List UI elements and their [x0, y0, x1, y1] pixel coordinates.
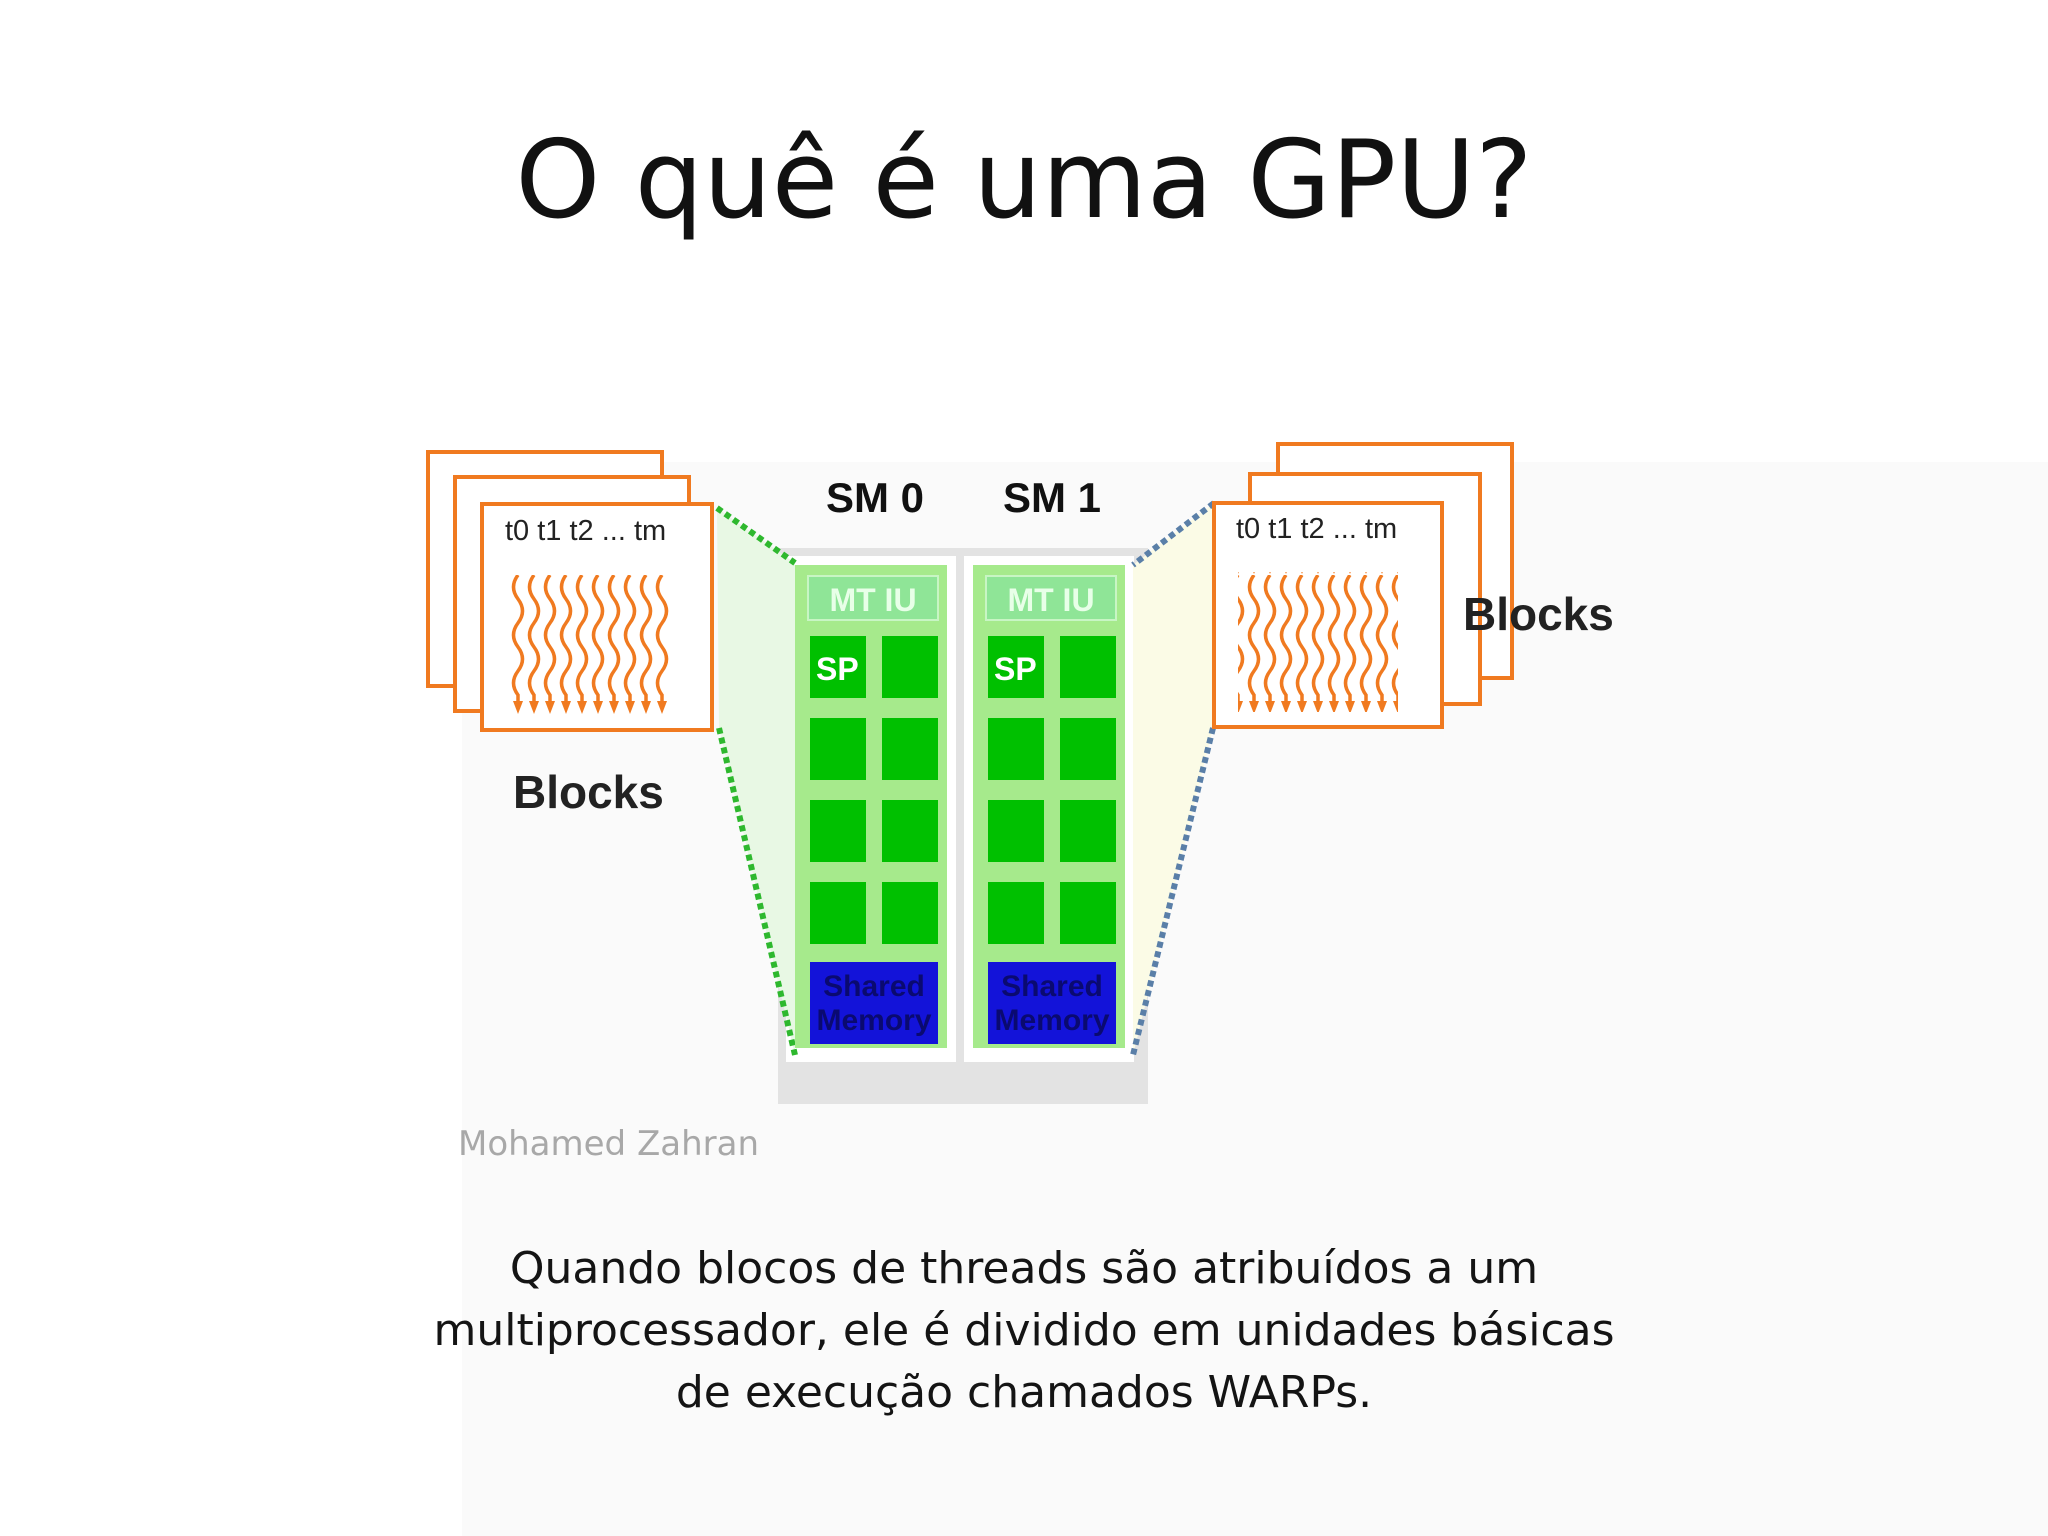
left-threads-label: t0 t1 t2 ... tm — [505, 515, 666, 547]
sm0-label: SM 0 — [826, 474, 924, 521]
slide-caption: Quando blocos de threads são atribuídos … — [433, 1243, 1615, 1418]
sm1-unit: SM 1 MT IU SP Shared Memory — [973, 474, 1125, 1048]
sp-core — [882, 718, 938, 780]
sm0-shared-label-line1: Shared — [823, 970, 925, 1003]
left-connector-top — [715, 505, 797, 566]
sp-core — [882, 636, 938, 698]
right-connector-area — [1133, 503, 1214, 1055]
author-credit: Mohamed Zahran — [458, 1124, 759, 1164]
right-thread-waves — [1238, 572, 1398, 712]
sp-core — [988, 718, 1044, 780]
slide-title: O quê é uma GPU? — [515, 118, 1533, 243]
sp-core — [810, 800, 866, 862]
left-block-stack: t0 t1 t2 ... tm — [426, 450, 714, 732]
sp-core — [882, 800, 938, 862]
right-threads-label: t0 t1 t2 ... tm — [1236, 513, 1397, 545]
sm0-shared-label-line2: Memory — [816, 1004, 931, 1037]
sm0-sp-label: SP — [816, 651, 859, 687]
sm0-shared-memory — [810, 962, 938, 1044]
sp-core — [988, 882, 1044, 944]
sp-core — [810, 882, 866, 944]
sp-core — [882, 882, 938, 944]
sp-core — [810, 636, 866, 698]
sp-core — [810, 718, 866, 780]
sp-core — [988, 636, 1044, 698]
right-blocks-label: Blocks — [1463, 588, 1614, 640]
sm1-shared-memory — [988, 962, 1116, 1044]
right-connector-bottom — [1130, 727, 1216, 1056]
sp-core — [988, 800, 1044, 862]
sp-core — [1060, 718, 1116, 780]
sm1-mtiu-box — [985, 575, 1117, 621]
left-blocks-label: Blocks — [513, 766, 664, 818]
sm0-mtiu-box — [807, 575, 939, 621]
sm1-shared-label-line1: Shared — [1001, 970, 1103, 1003]
right-block-stack: t0 t1 t2 ... tm — [1212, 442, 1514, 729]
left-connector-bottom — [716, 727, 798, 1056]
left-connector-area — [717, 508, 795, 1055]
sp-core — [1060, 882, 1116, 944]
sp-core — [1060, 636, 1116, 698]
sm0-unit: SM 0 MT IU SP Shared Memory — [795, 474, 947, 1048]
sm1-sp-label: SP — [994, 651, 1037, 687]
sm0-mtiu-label: MT IU — [829, 582, 916, 618]
sm1-shared-label-line2: Memory — [994, 1004, 1109, 1037]
left-thread-waves — [510, 575, 670, 715]
sm1-label: SM 1 — [1003, 474, 1101, 521]
sp-core — [1060, 800, 1116, 862]
right-connector-top — [1131, 500, 1216, 568]
sm1-mtiu-label: MT IU — [1007, 582, 1094, 618]
